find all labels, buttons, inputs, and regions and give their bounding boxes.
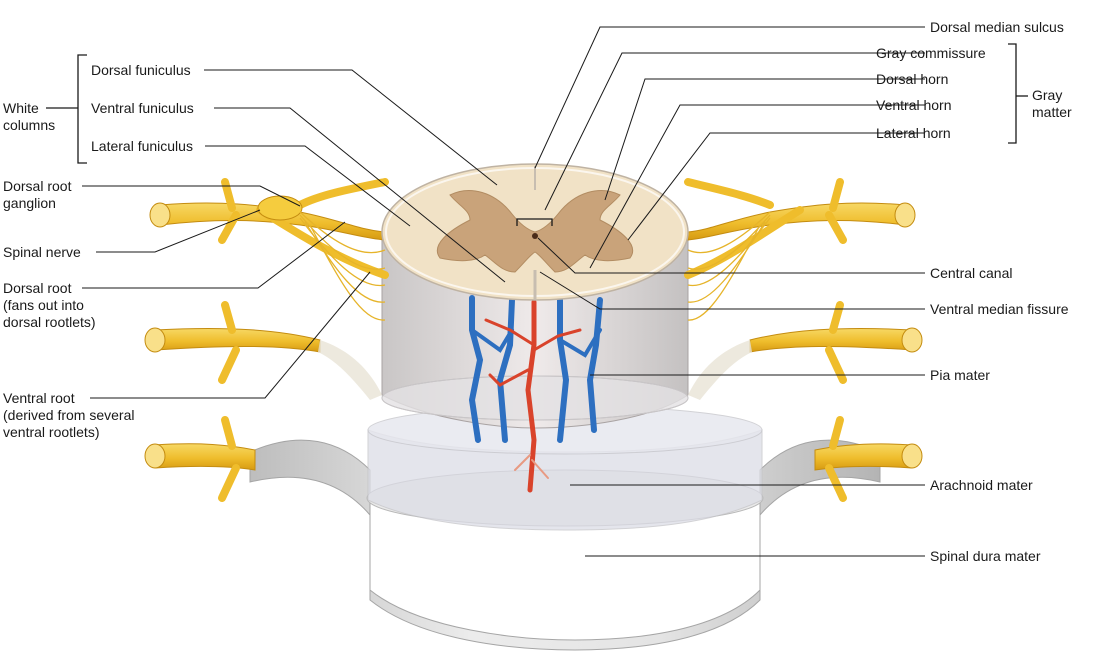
rootlets <box>299 211 771 321</box>
label-dorsal-median-sulcus: Dorsal median sulcus <box>930 19 1064 35</box>
cord-cross-section <box>381 163 689 301</box>
label-spinal-nerve: Spinal nerve <box>3 244 81 260</box>
label-lateral-funiculus: Lateral funiculus <box>91 138 193 154</box>
brackets <box>46 43 1028 226</box>
label-dorsal-root: Dorsal root (fans out into dorsal rootle… <box>3 280 96 330</box>
spinal-nerve-middle <box>144 301 923 400</box>
label-central-canal: Central canal <box>930 265 1013 281</box>
label-dorsal-funiculus: Dorsal funiculus <box>91 62 191 78</box>
label-dorsal-root-ganglion: Dorsal root ganglion <box>3 178 72 211</box>
label-gray-commissure: Gray commissure <box>876 45 986 61</box>
blood-vessels <box>468 295 603 493</box>
label-gray-matter: Gray matter <box>1032 87 1072 120</box>
label-ventral-median-fissure: Ventral median fissure <box>930 301 1069 317</box>
label-lateral-horn: Lateral horn <box>876 125 951 141</box>
label-ventral-funiculus: Ventral funiculus <box>91 100 194 116</box>
label-white-columns: White columns <box>3 100 56 133</box>
label-ventral-root: Ventral root (derived from several ventr… <box>3 390 135 440</box>
leader-lines <box>82 26 925 557</box>
label-ventral-horn: Ventral horn <box>876 97 952 113</box>
label-dorsal-horn: Dorsal horn <box>876 71 949 87</box>
label-pia-mater: Pia mater <box>930 367 990 383</box>
label-spinal-dura-mater: Spinal dura mater <box>930 548 1041 564</box>
spinal-nerve-bottom <box>144 416 923 502</box>
label-arachnoid-mater: Arachnoid mater <box>930 477 1033 493</box>
